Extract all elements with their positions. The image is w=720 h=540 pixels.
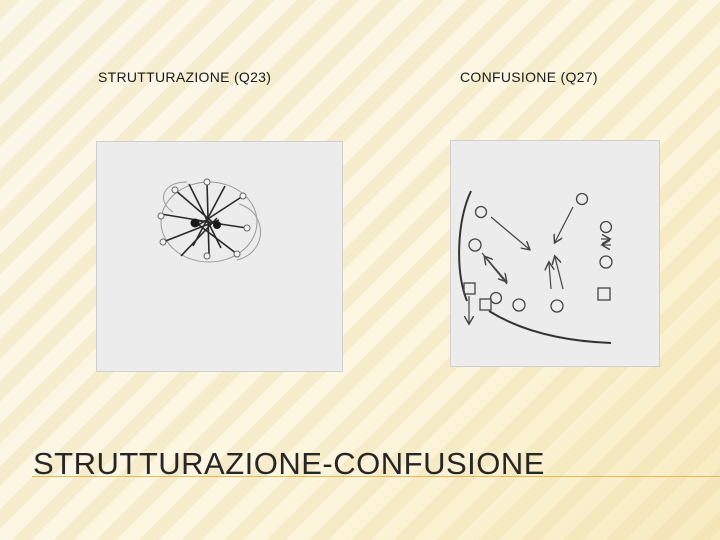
center-nodes [190,218,221,229]
outer-nodes [157,178,251,260]
structuring-diagram [157,178,261,263]
structuring-sketch [96,141,343,372]
center-node-right [213,221,221,229]
movement-arrows [469,206,611,323]
center-node-left [190,218,200,228]
title-underline [32,476,720,477]
player-circles [468,192,613,313]
player-squares [463,282,611,311]
right-loop [236,203,261,261]
confusion-diagram [458,190,613,344]
confusion-sketch [450,140,660,367]
slide-title: STRUTTURAZIONE-CONFUSIONE [33,446,545,481]
left-loop [163,181,188,213]
bottom-boundary [488,310,612,344]
caption-structuring: STRUTTURAZIONE (Q23) [98,69,272,85]
caption-confusion: CONFUSIONE (Q27) [460,69,598,85]
boundary-curves [458,190,612,344]
